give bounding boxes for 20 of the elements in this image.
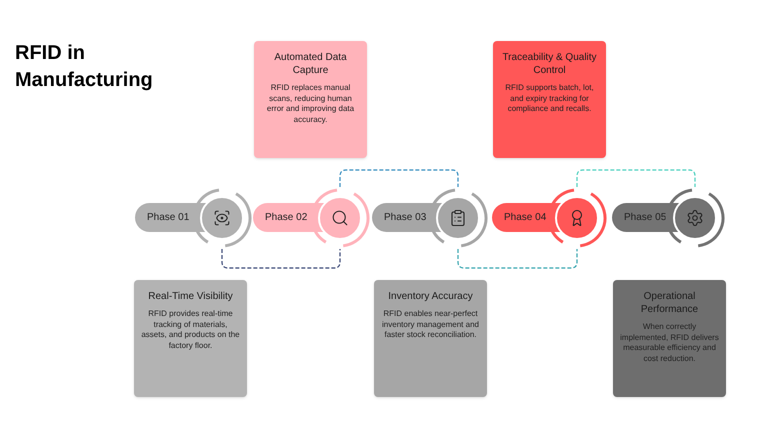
card-heading: Inventory Accuracy — [388, 290, 473, 303]
card-description: RFID enables near-perfect inventory management and faster stock reconciliation. — [381, 309, 480, 340]
card-description: RFID supports batch, lot, and expiry tracking for compliance and recalls. — [504, 83, 595, 114]
info-card — [613, 280, 726, 397]
card-heading: Operational Performance — [640, 290, 700, 316]
card-heading: Automated Data Capture — [273, 51, 348, 77]
info-card — [134, 280, 247, 397]
card-description: RFID replaces manual scans, reducing human error and improving data accuracy. — [266, 83, 356, 125]
dashed-connector — [339, 169, 459, 187]
dashed-connector — [457, 249, 578, 269]
card-heading: Real-Time Visibility — [148, 290, 233, 303]
card-heading: Traceability & Quality Control — [501, 51, 598, 77]
info-card — [254, 41, 367, 158]
info-card — [374, 280, 487, 397]
title: RFID in Manufacturing — [15, 41, 154, 93]
dashed-connector — [221, 249, 341, 269]
card-description: RFID provides real-time tracking of materials, assets, and products on the factory floor. — [141, 309, 240, 351]
info-card — [493, 41, 606, 158]
card-description: When correctly implemented, RFID delivers measurable efficiency and cost reduction. — [620, 322, 719, 364]
dashed-connector — [576, 169, 696, 187]
